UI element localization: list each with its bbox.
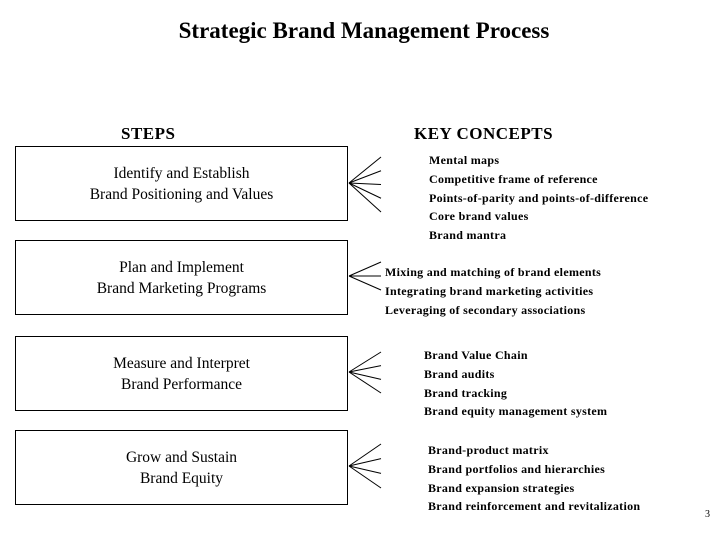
step-line: Brand Marketing Programs [96, 279, 267, 297]
connector-line [348, 182, 382, 213]
key-concepts-heading: KEY CONCEPTS [414, 124, 554, 143]
concept-item: Mixing and matching of brand elements [385, 265, 602, 279]
concept-item: Brand Value Chain [424, 348, 528, 362]
concept-item: Mental maps [429, 153, 500, 167]
concept-list-performance: Brand Value Chain Brand audits Brand tra… [424, 346, 607, 421]
connector-line [348, 182, 382, 199]
connector-line [348, 261, 382, 277]
connector-line [348, 465, 382, 474]
step-line: Brand Performance [121, 375, 242, 393]
concept-list-brand-equity: Brand-product matrix Brand portfolios an… [428, 441, 640, 516]
concept-list-positioning: Mental maps Competitive frame of referen… [429, 151, 648, 245]
connector-line [348, 156, 382, 184]
concept-item: Competitive frame of reference [429, 171, 598, 186]
connector-line [348, 371, 382, 394]
concept-item: Points-of-parity and points-of-differenc… [429, 190, 649, 205]
connector-line [348, 443, 382, 467]
connector-line [348, 351, 382, 373]
connector-line [348, 465, 382, 489]
concept-item: Brand audits [424, 366, 495, 381]
step-box-positioning: Identify and Establish Brand Positioning… [15, 146, 348, 221]
concept-item: Brand equity management system [424, 404, 608, 419]
page-title: Strategic Brand Management Process [178, 18, 550, 43]
step-box-performance: Measure and Interpret Brand Performance [15, 336, 348, 411]
concept-item: Brand tracking [424, 385, 508, 400]
step-box-marketing-programs: Plan and Implement Brand Marketing Progr… [15, 240, 348, 315]
step-line: Brand Equity [139, 469, 224, 487]
step-line: Identify and Establish [113, 164, 250, 182]
concept-item: Brand-product matrix [428, 443, 549, 457]
concept-item: Leveraging of secondary associations [385, 302, 586, 317]
concept-item: Brand reinforcement and revitalization [428, 499, 641, 514]
step-line: Brand Positioning and Values [89, 185, 274, 203]
connector-line [348, 275, 382, 291]
concept-list-marketing-programs: Mixing and matching of brand elements In… [385, 263, 601, 319]
concept-item: Brand portfolios and hierarchies [428, 461, 606, 476]
step-line: Plan and Implement [119, 258, 244, 276]
connector-line [348, 458, 382, 467]
connector-line [348, 371, 382, 380]
step-line: Grow and Sustain [125, 448, 238, 466]
connector-line [348, 365, 382, 373]
concept-item: Core brand values [429, 209, 529, 224]
step-box-brand-equity: Grow and Sustain Brand Equity [15, 430, 348, 505]
steps-heading: STEPS [121, 124, 176, 143]
step-line: Measure and Interpret [113, 354, 250, 372]
connector-line [348, 170, 382, 184]
concept-item: Brand mantra [429, 228, 507, 243]
concept-item: Brand expansion strategies [428, 480, 575, 495]
concept-item: Integrating brand marketing activities [385, 283, 594, 298]
connector-line [348, 182, 382, 185]
page-number: 3 [705, 509, 710, 520]
